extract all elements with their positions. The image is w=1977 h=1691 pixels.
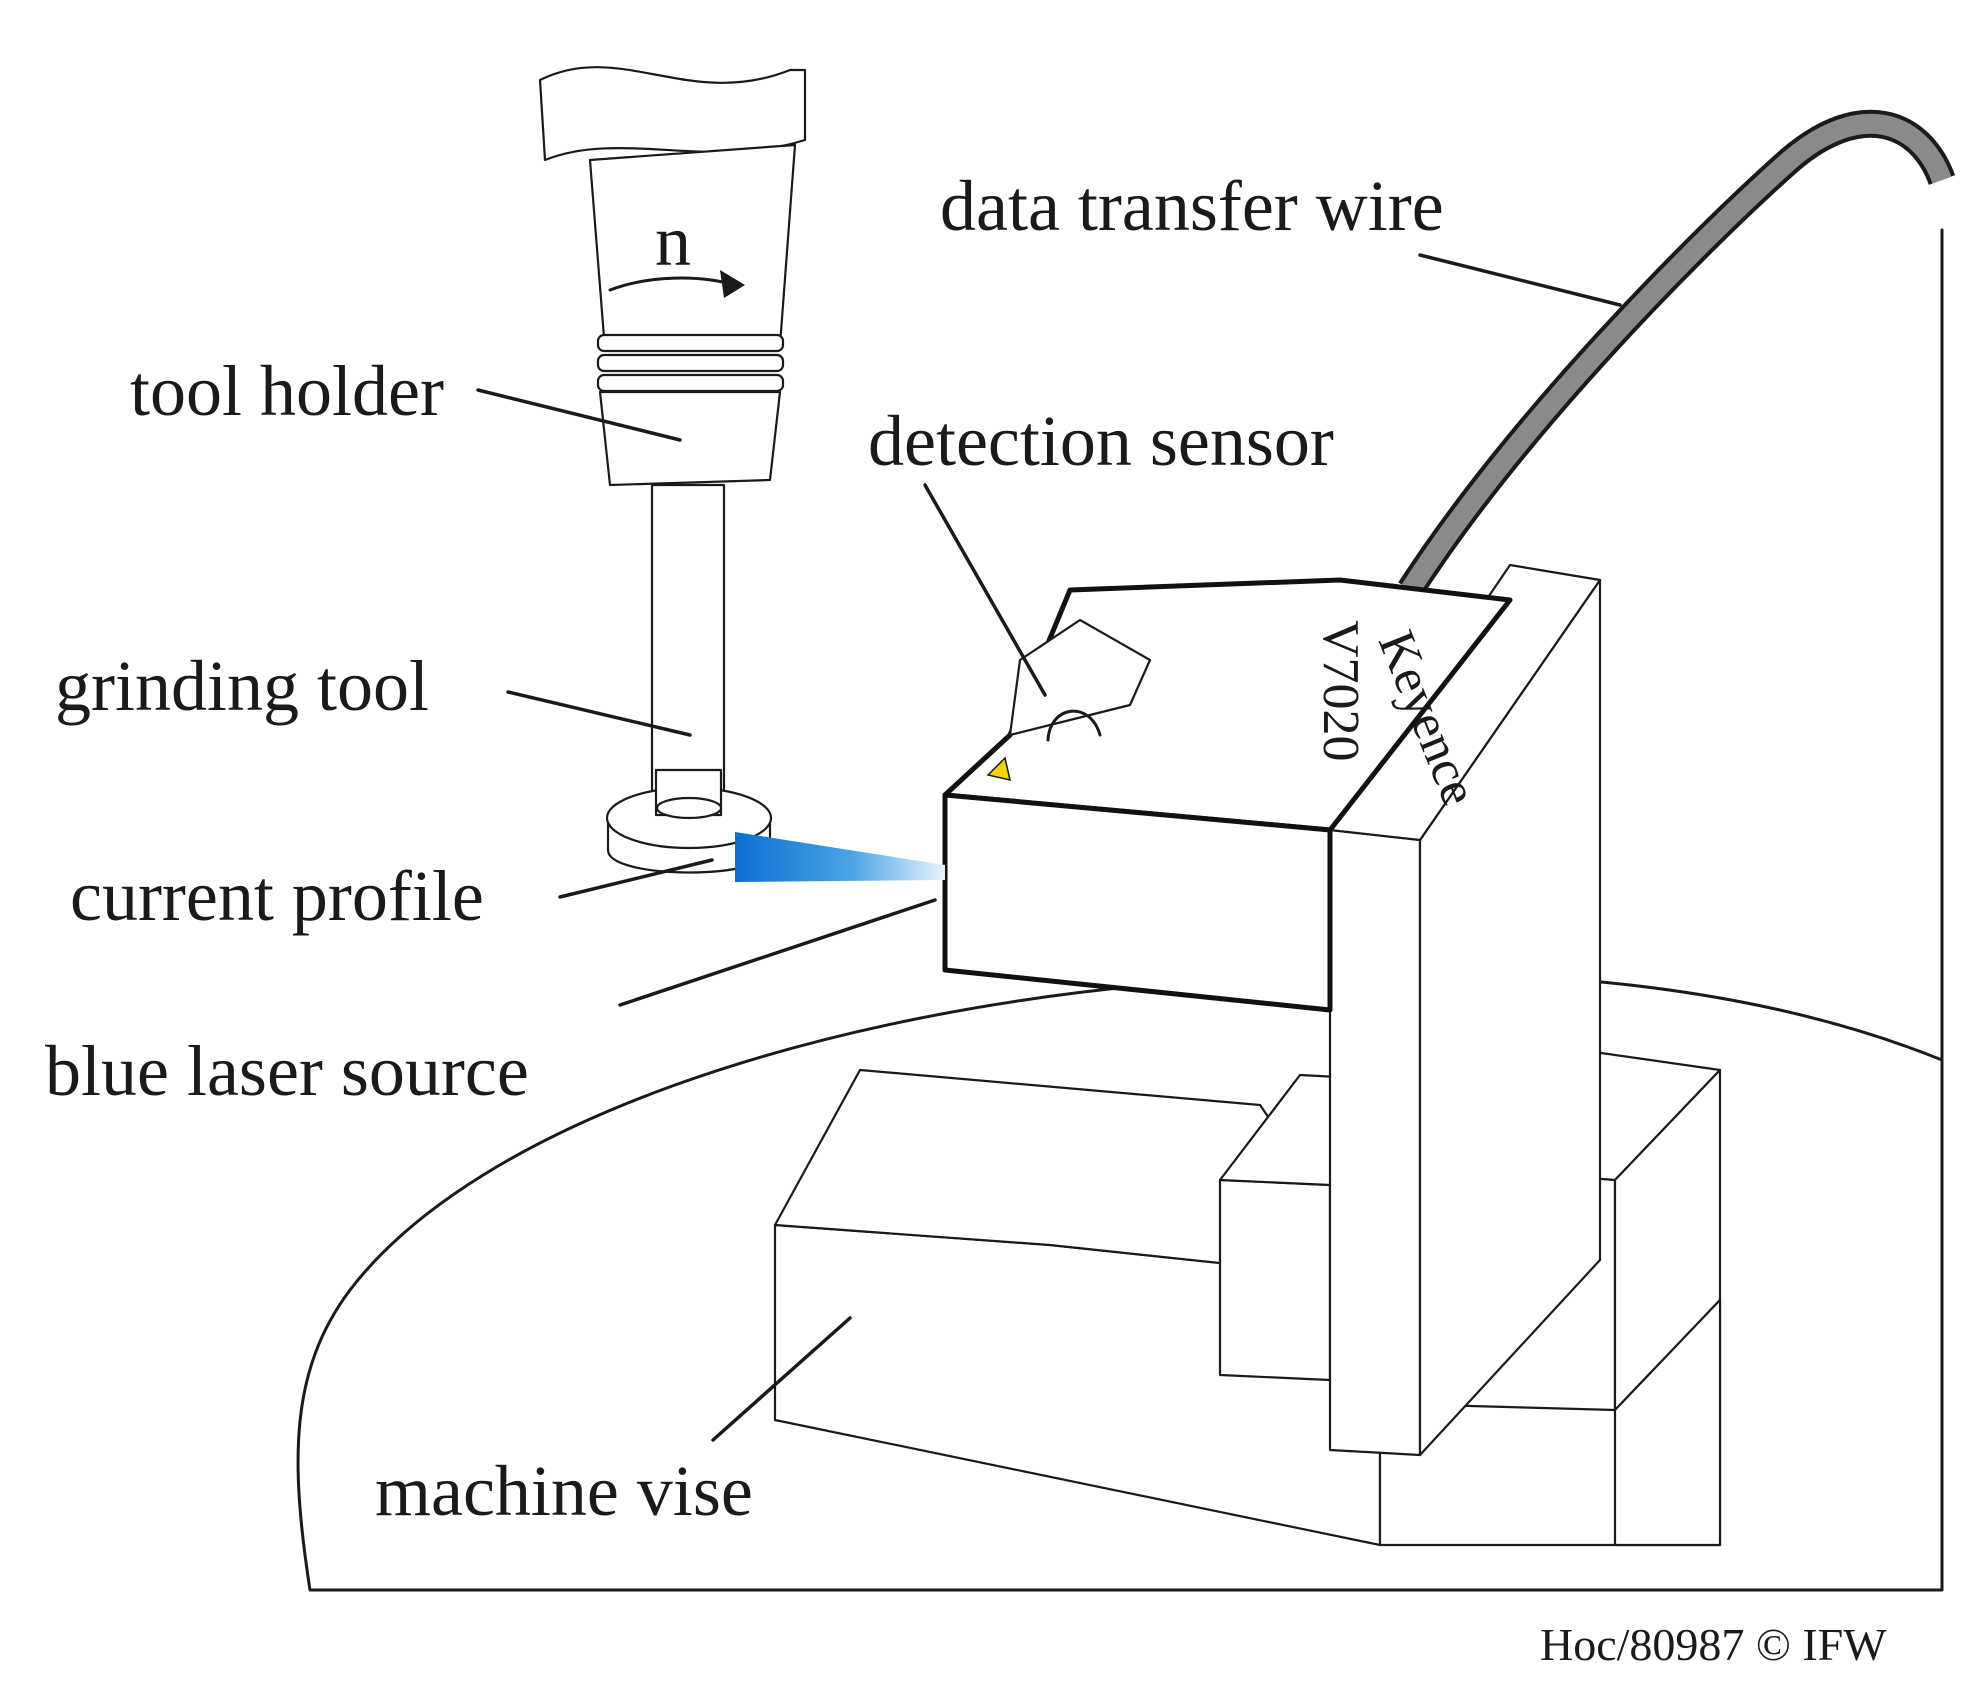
machine-table xyxy=(296,971,1944,1592)
leader-machine-vise xyxy=(711,1316,852,1442)
image-credit: Hoc/80987 © IFW xyxy=(1540,1619,1887,1670)
label-grinding-tool: grinding tool xyxy=(55,646,429,726)
label-machine-vise: machine vise xyxy=(375,1451,753,1531)
label-data-transfer-wire: data transfer wire xyxy=(940,166,1444,246)
blue-laser-beam xyxy=(735,832,945,882)
data-transfer-wire xyxy=(1398,109,1956,598)
label-current-profile: current profile xyxy=(70,856,484,936)
rotation-arrowhead-icon xyxy=(720,270,745,298)
leader-blue-laser-source xyxy=(618,898,937,1007)
data-transfer-wire-core xyxy=(1401,113,1952,596)
leader-tool-holder xyxy=(476,388,682,442)
detection-sensor-housing xyxy=(942,563,1602,1457)
label-blue-laser-source: blue laser source xyxy=(45,1031,529,1111)
sensor-model-label: V7020 xyxy=(1312,620,1369,762)
leader-current-profile xyxy=(558,858,714,899)
label-detection-sensor: detection sensor xyxy=(868,401,1334,481)
label-tool-holder: tool holder xyxy=(130,351,444,431)
laser-marker xyxy=(986,756,1011,781)
leader-grinding-tool xyxy=(506,690,692,737)
spindle-assembly xyxy=(538,66,807,874)
leader-data-transfer-wire xyxy=(1418,253,1622,307)
rotation-label: n xyxy=(655,201,691,281)
leader-detection-sensor xyxy=(923,483,1047,697)
detection-sensor-lens xyxy=(1046,709,1102,742)
